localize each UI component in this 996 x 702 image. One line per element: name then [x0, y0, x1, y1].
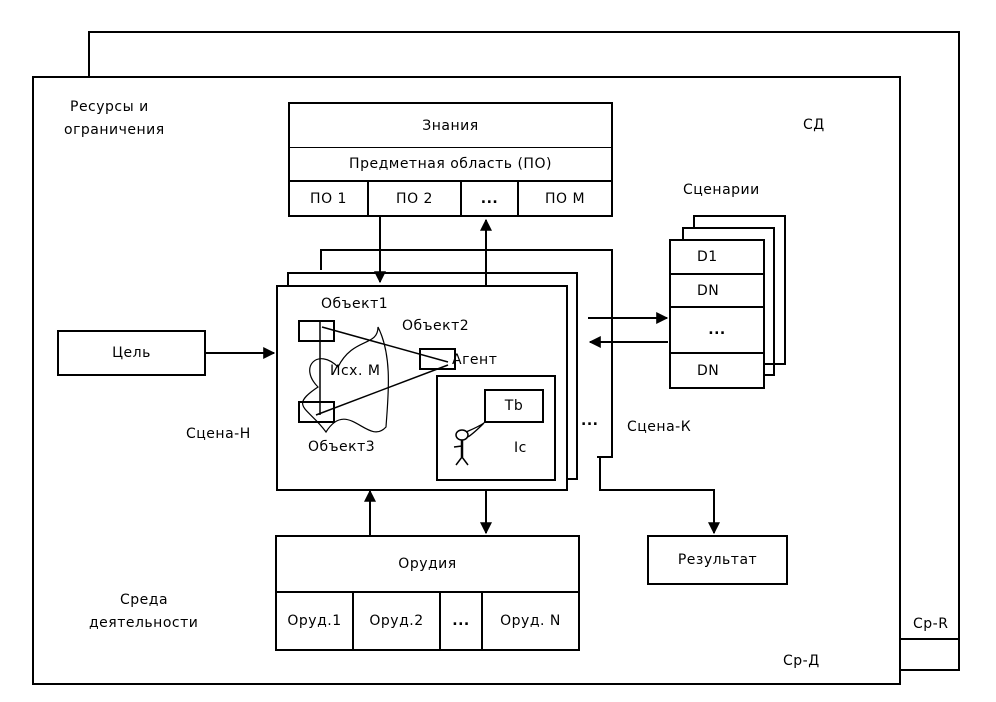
scene-layer-3 [320, 249, 613, 458]
agent-box[interactable]: Tb Ic [436, 375, 556, 481]
ic-label: Ic [514, 440, 527, 456]
subject-domain: Предметная область (ПО) [290, 148, 611, 182]
object-link-2 [321, 326, 449, 363]
tool-cell-ellipsis[interactable]: ... [441, 593, 483, 649]
agent-figure-icon [453, 422, 485, 466]
model-cloud-shape [302, 326, 390, 434]
domain-cell-ellipsis[interactable]: ... [462, 182, 519, 215]
knowledge-title: Знания [290, 104, 611, 148]
scene-box[interactable]: Объект1 Объект2 Объект3 Исх. М Агент Tb … [276, 285, 568, 491]
scene-layer-2 [287, 272, 578, 480]
object3-label: Объект3 [308, 439, 376, 455]
knowledge-box[interactable]: Знания Предметная область (ПО) ПО 1 ПО 2… [288, 102, 613, 217]
tool-cell-1[interactable]: Оруд.1 [277, 593, 354, 649]
environment-label-line1: Среда [120, 592, 169, 608]
cr-d-label: Ср-Д [783, 653, 820, 669]
result-label: Результат [677, 552, 758, 568]
scene-h-label: Сцена-Н [186, 426, 251, 442]
scene-stack-dots: ... [581, 413, 599, 429]
tool-cell-n[interactable]: Оруд. N [500, 613, 561, 629]
scenario-row-dn-last[interactable]: DN [697, 362, 720, 379]
arrow-scene-to-result [599, 458, 720, 535]
scenarios-layer-3 [693, 215, 786, 365]
domain-cell-m[interactable]: ПО М [544, 190, 586, 207]
sd-label: СД [803, 117, 825, 133]
frame-cp-r [88, 31, 960, 671]
model-label: Исх. М [330, 363, 381, 379]
result-box[interactable]: Результат [647, 535, 788, 585]
scenarios-layer-2 [682, 227, 775, 376]
tools-box[interactable]: Орудия Оруд.1 Оруд.2 ... Оруд. N [275, 535, 580, 651]
scenario-row-ellipsis[interactable]: ... [671, 308, 763, 354]
environment-label-line2: деятельности [89, 615, 199, 631]
resources-label-line1: Ресурсы и [70, 99, 149, 115]
domain-cell-1[interactable]: ПО 1 [290, 182, 369, 215]
scenario-row-d1[interactable]: D1 [671, 241, 763, 275]
scene-k-label: Сцена-К [627, 419, 692, 435]
domain-cell-2[interactable]: ПО 2 [369, 182, 462, 215]
agent-label: Агент [452, 352, 498, 368]
scenario-row-dn[interactable]: DN [671, 275, 763, 308]
scenarios-box[interactable]: D1 DN ... DN [669, 239, 765, 389]
tb-box[interactable]: Tb [484, 389, 544, 423]
goal-label: Цель [112, 345, 151, 361]
object1-label: Объект1 [321, 296, 389, 312]
goal-box[interactable]: Цель [57, 330, 206, 376]
object3-box[interactable] [298, 401, 335, 423]
tb-label: Tb [504, 398, 524, 414]
tools-title: Орудия [277, 537, 578, 593]
tool-cell-2[interactable]: Оруд.2 [354, 593, 441, 649]
resources-label-line2: ограничения [64, 122, 165, 138]
object2-label: Объект2 [402, 318, 470, 334]
cr-r-label: Ср-R [913, 616, 949, 632]
object-link-3 [315, 364, 449, 416]
model-connections [302, 322, 449, 434]
scenarios-title: Сценарии [683, 182, 760, 198]
